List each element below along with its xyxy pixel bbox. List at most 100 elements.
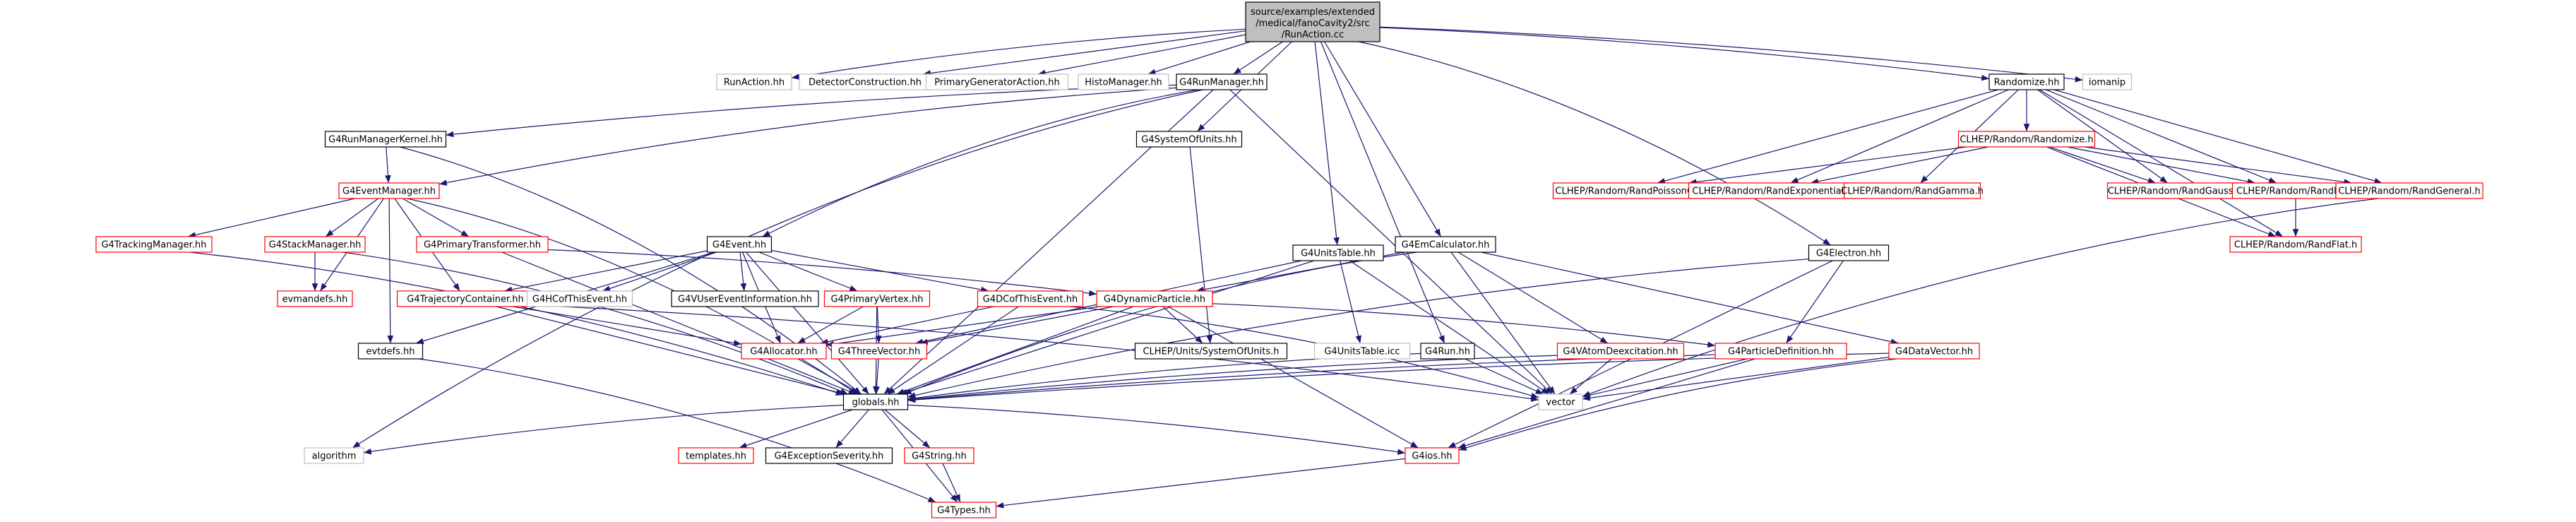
node-label: G4Allocator.hh xyxy=(750,347,817,357)
node-globals-hh[interactable]: globals.hh xyxy=(842,393,909,410)
node-box[interactable] xyxy=(1405,447,1460,464)
node-box[interactable] xyxy=(977,290,1084,307)
node-g4emcalculator-hh[interactable]: G4EmCalculator.hh xyxy=(1395,236,1496,253)
node-clhep-random-randgeneral-h[interactable]: CLHEP/Random/RandGeneral.h xyxy=(2335,182,2483,199)
node-box[interactable] xyxy=(1808,244,1890,261)
node-vector[interactable]: vector xyxy=(1538,393,1583,410)
node-box[interactable] xyxy=(1888,343,1980,360)
edge-g4runmanager-hh-to-algorithm xyxy=(352,89,1204,449)
node-g4run-hh[interactable]: G4Run.hh xyxy=(1420,343,1475,360)
node-box[interactable] xyxy=(1313,343,1411,360)
node-box[interactable] xyxy=(264,236,366,253)
edge-root-to-primarygeneratoraction-hh xyxy=(1037,34,1246,76)
node-box[interactable] xyxy=(830,343,928,360)
node-clhep-random-randpoissonq-h[interactable]: CLHEP/Random/RandPoissonQ.h xyxy=(1552,182,1706,199)
node-clhep-units-systemofunits-h[interactable]: CLHEP/Units/SystemOfUnits.h xyxy=(1134,343,1288,360)
node-box[interactable] xyxy=(904,447,974,464)
node-box[interactable] xyxy=(842,393,909,410)
node-g4dynamicparticle-hh[interactable]: G4DynamicParticle.hh xyxy=(1096,290,1213,307)
node-g4datavector-hh[interactable]: G4DataVector.hh xyxy=(1888,343,1980,360)
node-primarygeneratoraction-hh[interactable]: PrimaryGeneratorAction.hh xyxy=(925,73,1069,90)
node-g4eventmanager-hh[interactable]: G4EventManager.hh xyxy=(338,182,440,199)
edge-g4dynamicparticle-hh-to-globals-hh xyxy=(896,306,1134,395)
node-box[interactable] xyxy=(324,131,447,148)
node-box[interactable] xyxy=(823,290,931,307)
node-g4electron-hh[interactable]: G4Electron.hh xyxy=(1808,244,1890,261)
node-g4event-hh[interactable]: G4Event.hh xyxy=(706,236,773,253)
node-g4stackmanager-hh[interactable]: G4StackManager.hh xyxy=(264,236,366,253)
node-runaction-hh[interactable]: RunAction.hh xyxy=(716,73,792,90)
node-box[interactable] xyxy=(357,343,424,360)
node-box[interactable] xyxy=(277,290,353,307)
node-box[interactable] xyxy=(338,182,440,199)
node-box[interactable] xyxy=(1176,73,1268,90)
node-g4runmanager-hh[interactable]: G4RunManager.hh xyxy=(1176,73,1268,90)
node-clhep-random-randbit-h[interactable]: CLHEP/Random/RandBit.h xyxy=(2231,182,2360,199)
node-box[interactable] xyxy=(2229,236,2362,253)
node-g4trackingmanager-hh[interactable]: G4TrackingManager.hh xyxy=(95,236,213,253)
node-g4primaryvertex-hh[interactable]: G4PrimaryVertex.hh xyxy=(823,290,931,307)
node-box[interactable] xyxy=(931,502,997,518)
node-box[interactable] xyxy=(1988,73,2065,90)
node-g4string-hh[interactable]: G4String.hh xyxy=(904,447,974,464)
node-box[interactable] xyxy=(1420,343,1475,360)
node-clhep-random-randgamma-h[interactable]: CLHEP/Random/RandGamma.h xyxy=(1841,182,1984,199)
node-box[interactable] xyxy=(1715,343,1847,360)
node-box[interactable] xyxy=(716,73,792,90)
node-g4vusereventinformation-hh[interactable]: G4VUserEventInformation.hh xyxy=(671,290,819,307)
node-g4runmanagerkernel-hh[interactable]: G4RunManagerKernel.hh xyxy=(324,131,447,148)
node-g4dcofthisevent-hh[interactable]: G4DCofThisEvent.hh xyxy=(977,290,1084,307)
edge-g4particledefinition-hh-to-g4ios-hh xyxy=(1457,358,1755,449)
node-clhep-random-randexponential-h[interactable]: CLHEP/Random/RandExponential.h xyxy=(1688,182,1857,199)
node-detectorconstruction-hh[interactable]: DetectorConstruction.hh xyxy=(799,73,931,90)
node-clhep-random-randomize-h[interactable]: CLHEP/Random/Randomize.h xyxy=(1957,131,2096,148)
node-box[interactable] xyxy=(765,447,893,464)
node-box[interactable] xyxy=(2335,182,2483,199)
node-g4threevector-hh[interactable]: G4ThreeVector.hh xyxy=(830,343,928,360)
node-box[interactable] xyxy=(1096,290,1213,307)
node-g4trajectorycontainer-hh[interactable]: G4TrajectoryContainer.hh xyxy=(396,290,535,307)
node-evmandefs-hh[interactable]: evmandefs.hh xyxy=(277,290,353,307)
node-label: G4Electron.hh xyxy=(1816,249,1881,259)
node-box[interactable] xyxy=(1538,393,1583,410)
node-box[interactable] xyxy=(925,73,1069,90)
node-box[interactable] xyxy=(1556,343,1685,360)
node-box[interactable] xyxy=(1843,182,1981,199)
node-g4ios-hh[interactable]: G4ios.hh xyxy=(1405,447,1460,464)
node-box[interactable] xyxy=(2082,73,2133,90)
node-box[interactable] xyxy=(95,236,213,253)
node-g4primarytransformer-hh[interactable]: G4PrimaryTransformer.hh xyxy=(416,236,549,253)
node-box[interactable] xyxy=(1395,236,1496,253)
node-g4unitstable-hh[interactable]: G4UnitsTable.hh xyxy=(1292,244,1384,261)
node-g4particledefinition-hh[interactable]: G4ParticleDefinition.hh xyxy=(1715,343,1847,360)
node-g4allocator-hh[interactable]: G4Allocator.hh xyxy=(741,343,827,360)
node-algorithm[interactable]: algorithm xyxy=(304,447,364,464)
node-box[interactable] xyxy=(1135,131,1243,148)
node-g4exceptionseverity-hh[interactable]: G4ExceptionSeverity.hh xyxy=(765,447,893,464)
node-box[interactable] xyxy=(1078,73,1169,90)
node-templates-hh[interactable]: templates.hh xyxy=(678,447,754,464)
node-g4vatomdeexcitation-hh[interactable]: G4VAtomDeexcitation.hh xyxy=(1556,343,1685,360)
node-box[interactable] xyxy=(678,447,754,464)
node-g4hcofthisevent-hh[interactable]: G4HCofThisEvent.hh xyxy=(526,290,633,307)
node-g4types-hh[interactable]: G4Types.hh xyxy=(931,502,997,518)
node-box[interactable] xyxy=(1957,131,2096,148)
node-box[interactable] xyxy=(416,236,549,253)
node-box[interactable] xyxy=(304,447,364,464)
node-clhep-random-randflat-h[interactable]: CLHEP/Random/RandFlat.h xyxy=(2229,236,2362,253)
node-histomanager-hh[interactable]: HistoManager.hh xyxy=(1078,73,1169,90)
node-box[interactable] xyxy=(706,236,773,253)
node-evtdefs-hh[interactable]: evtdefs.hh xyxy=(357,343,424,360)
node-box[interactable] xyxy=(741,343,827,360)
node-box[interactable] xyxy=(526,290,633,307)
node-box[interactable] xyxy=(1134,343,1288,360)
edge-randomize-hh-to-clhep-random-randflat-h xyxy=(2039,89,2284,237)
node-randomize-hh[interactable]: Randomize.hh xyxy=(1988,73,2065,90)
node-g4systemofunits-hh[interactable]: G4SystemOfUnits.hh xyxy=(1135,131,1243,148)
node-iomanip[interactable]: iomanip xyxy=(2082,73,2133,90)
node-clhep-random-randgaussq-h[interactable]: CLHEP/Random/RandGaussQ.h xyxy=(2106,182,2250,199)
node-box[interactable] xyxy=(671,290,819,307)
node-box[interactable] xyxy=(1292,244,1384,261)
node-label: G4RunManagerKernel.hh xyxy=(328,135,443,146)
node-g4unitstable-icc[interactable]: G4UnitsTable.icc xyxy=(1313,343,1411,360)
